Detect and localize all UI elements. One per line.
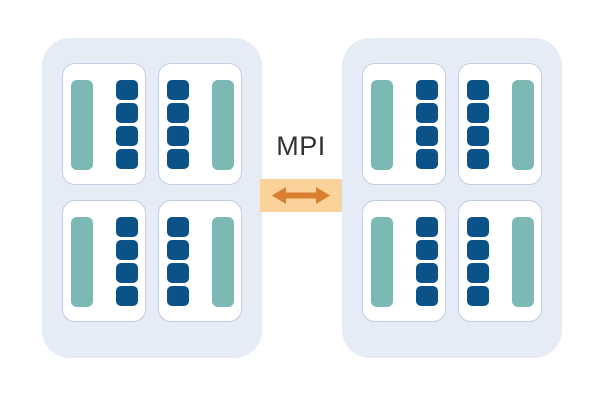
memory-bar — [371, 80, 393, 170]
memory-column — [370, 217, 394, 307]
memory-column — [70, 80, 94, 170]
memory-bar — [71, 217, 93, 307]
core-square — [416, 103, 438, 123]
core-square — [167, 217, 189, 237]
card-top-left — [362, 63, 446, 185]
core-square — [416, 263, 438, 283]
memory-bar — [71, 80, 93, 170]
card-bottom-right — [458, 200, 542, 322]
memory-column — [211, 80, 235, 170]
memory-column — [511, 217, 535, 307]
core-column — [166, 80, 190, 170]
memory-bar — [512, 80, 534, 170]
core-column — [415, 217, 439, 307]
core-square — [167, 80, 189, 100]
node-cluster-left — [42, 38, 262, 358]
core-square — [467, 263, 489, 283]
core-square — [416, 126, 438, 146]
core-square — [467, 103, 489, 123]
core-square — [116, 149, 138, 169]
core-square — [467, 126, 489, 146]
core-square — [467, 286, 489, 306]
mpi-label: MPI — [276, 131, 326, 161]
core-square — [167, 149, 189, 169]
core-square — [167, 286, 189, 306]
core-column — [415, 80, 439, 170]
core-square — [116, 217, 138, 237]
core-square — [116, 286, 138, 306]
memory-bar — [212, 217, 234, 307]
core-square — [416, 240, 438, 260]
core-column — [466, 217, 490, 307]
memory-column — [70, 217, 94, 307]
core-square — [116, 126, 138, 146]
core-square — [467, 240, 489, 260]
core-square — [167, 103, 189, 123]
memory-column — [211, 217, 235, 307]
core-column — [115, 80, 139, 170]
core-square — [416, 80, 438, 100]
core-square — [467, 149, 489, 169]
card-bottom-left — [362, 200, 446, 322]
mpi-link-band — [260, 179, 342, 212]
core-column — [166, 217, 190, 307]
core-square — [116, 240, 138, 260]
core-column — [115, 217, 139, 307]
core-square — [467, 80, 489, 100]
memory-column — [511, 80, 535, 170]
memory-bar — [371, 217, 393, 307]
card-bottom-left — [62, 200, 146, 322]
memory-bar — [512, 217, 534, 307]
core-square — [167, 126, 189, 146]
node-cluster-right — [342, 38, 562, 358]
core-square — [467, 217, 489, 237]
core-square — [416, 149, 438, 169]
double-arrow-horizontal-icon — [272, 187, 330, 204]
core-square — [416, 217, 438, 237]
memory-bar — [212, 80, 234, 170]
card-bottom-right — [158, 200, 242, 322]
memory-column — [370, 80, 394, 170]
core-square — [116, 103, 138, 123]
card-top-right — [458, 63, 542, 185]
core-square — [116, 263, 138, 283]
core-square — [167, 240, 189, 260]
core-square — [416, 286, 438, 306]
card-top-left — [62, 63, 146, 185]
core-square — [167, 263, 189, 283]
core-square — [116, 80, 138, 100]
card-top-right — [158, 63, 242, 185]
core-column — [466, 80, 490, 170]
